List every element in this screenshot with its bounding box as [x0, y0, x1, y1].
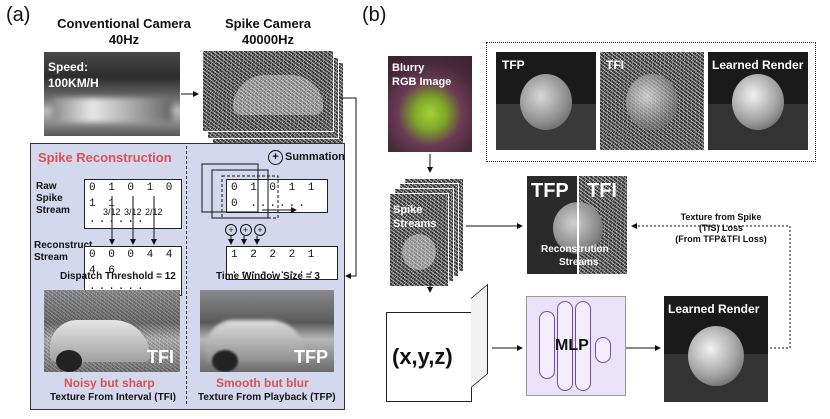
spike-streams-label-2: Streams	[393, 218, 437, 230]
time-window-size: Time Window Size = 3	[216, 271, 320, 282]
plus-circles: + + +	[225, 224, 267, 236]
arrow-spike-to-panel	[340, 97, 357, 279]
dispatch-threshold: Dispatch Threshold = 12	[60, 271, 176, 282]
conventional-camera-name: Conventional Camera	[57, 16, 191, 31]
mlp-label: MLP	[555, 337, 589, 354]
window-bits: 0 1 0 1 1 0 ......	[226, 179, 328, 213]
spike-camera-image	[202, 50, 334, 132]
blurry-label-1: Blurry	[392, 62, 425, 74]
conventional-camera-title: Conventional Camera 40Hz	[44, 16, 204, 48]
tfs-loss-line-1: Texture from Spike	[680, 212, 762, 222]
conventional-camera-image: Speed: 100KM/H	[44, 52, 180, 136]
spike-streams-label-1: Spike	[393, 204, 423, 216]
reconstruction-streams-image: TFP TFI Reconstrution Streams	[527, 176, 627, 274]
plus-circle-1: +	[225, 224, 237, 236]
tfi-tag: TFI	[147, 347, 174, 367]
spike-streams-image: Spike Streams	[389, 193, 449, 287]
blurry-rgb-image: Blurry RGB Image	[388, 56, 472, 152]
recon-streams-label-1: Reconstrution	[541, 244, 609, 255]
tfp-description: Texture From Playback (TFP)	[198, 392, 336, 403]
top-learned-render-label: Learned Render	[712, 58, 804, 72]
bottom-learned-render-image: Learned Render	[664, 296, 768, 402]
xyz-cube: (x,y,z)	[386, 283, 490, 402]
spike-camera-name: Spike Camera	[225, 16, 311, 31]
mlp-block: MLP	[526, 296, 626, 396]
tfi-description: Texture From Interval (TFI)	[50, 392, 176, 403]
top-tfi-label: TFI	[606, 58, 624, 72]
summation-label: +Summation	[268, 150, 345, 165]
blurry-label-2: RGB Image	[392, 76, 452, 88]
xyz-label: (x,y,z)	[392, 344, 453, 369]
conventional-camera-rate: 40Hz	[108, 32, 140, 47]
reconstruct-stream-text: Reconstruct Stream	[34, 240, 93, 263]
speed-label: Speed:	[48, 60, 89, 74]
tfi-result-image: TFI	[44, 290, 180, 372]
recon-tfp-label: TFP	[531, 180, 569, 202]
tfp-tag: TFP	[294, 347, 328, 367]
tfs-loss-line-2: (TfS) Loss	[699, 223, 743, 233]
top-tfi-image: TFI	[600, 52, 704, 150]
summation-plus-icon: +	[268, 150, 283, 165]
spike-reconstruction-title: Spike Reconstruction	[38, 150, 172, 165]
bottom-learned-render-label: Learned Render	[668, 302, 760, 316]
top-tfp-label: TFP	[502, 58, 525, 72]
panel-b-label: (b)	[362, 4, 387, 26]
tfi-caption: Noisy but sharp	[64, 376, 155, 390]
tfp-caption: Smooth but blur	[216, 376, 309, 390]
raw-spike-stream-label: Raw Spike Stream	[36, 181, 84, 217]
top-learned-render-image: Learned Render	[708, 52, 808, 150]
arrow-loss	[631, 223, 791, 349]
window-values: 1 2 2 2 1 .........	[226, 246, 338, 280]
panel-divider	[186, 146, 187, 404]
top-results-box	[486, 42, 816, 162]
panel-a-label: (a)	[6, 4, 31, 26]
plus-circle-3: +	[254, 224, 267, 236]
tfs-loss-line-3: (From TFP&TFI Loss)	[675, 234, 767, 244]
top-tfp-image: TFP	[496, 52, 596, 150]
reconstruct-stream-label: Reconstruct Stream	[34, 240, 92, 264]
tfp-result-image: TFP	[200, 290, 334, 372]
summation-text: Summation	[285, 151, 345, 163]
recon-tfi-label: TFI	[587, 180, 617, 202]
tfs-loss-text: Texture from Spike (TfS) Loss (From TFP&…	[662, 212, 780, 245]
spike-camera-rate: 40000Hz	[241, 32, 295, 47]
plus-circle-2: +	[239, 224, 252, 236]
speed-value: 100KM/H	[48, 76, 99, 90]
spike-camera-title: Spike Camera 40000Hz	[188, 16, 348, 48]
raw-spike-stream-text: Raw Spike Stream	[36, 181, 70, 216]
recon-streams-label-2: Streams	[559, 257, 599, 268]
